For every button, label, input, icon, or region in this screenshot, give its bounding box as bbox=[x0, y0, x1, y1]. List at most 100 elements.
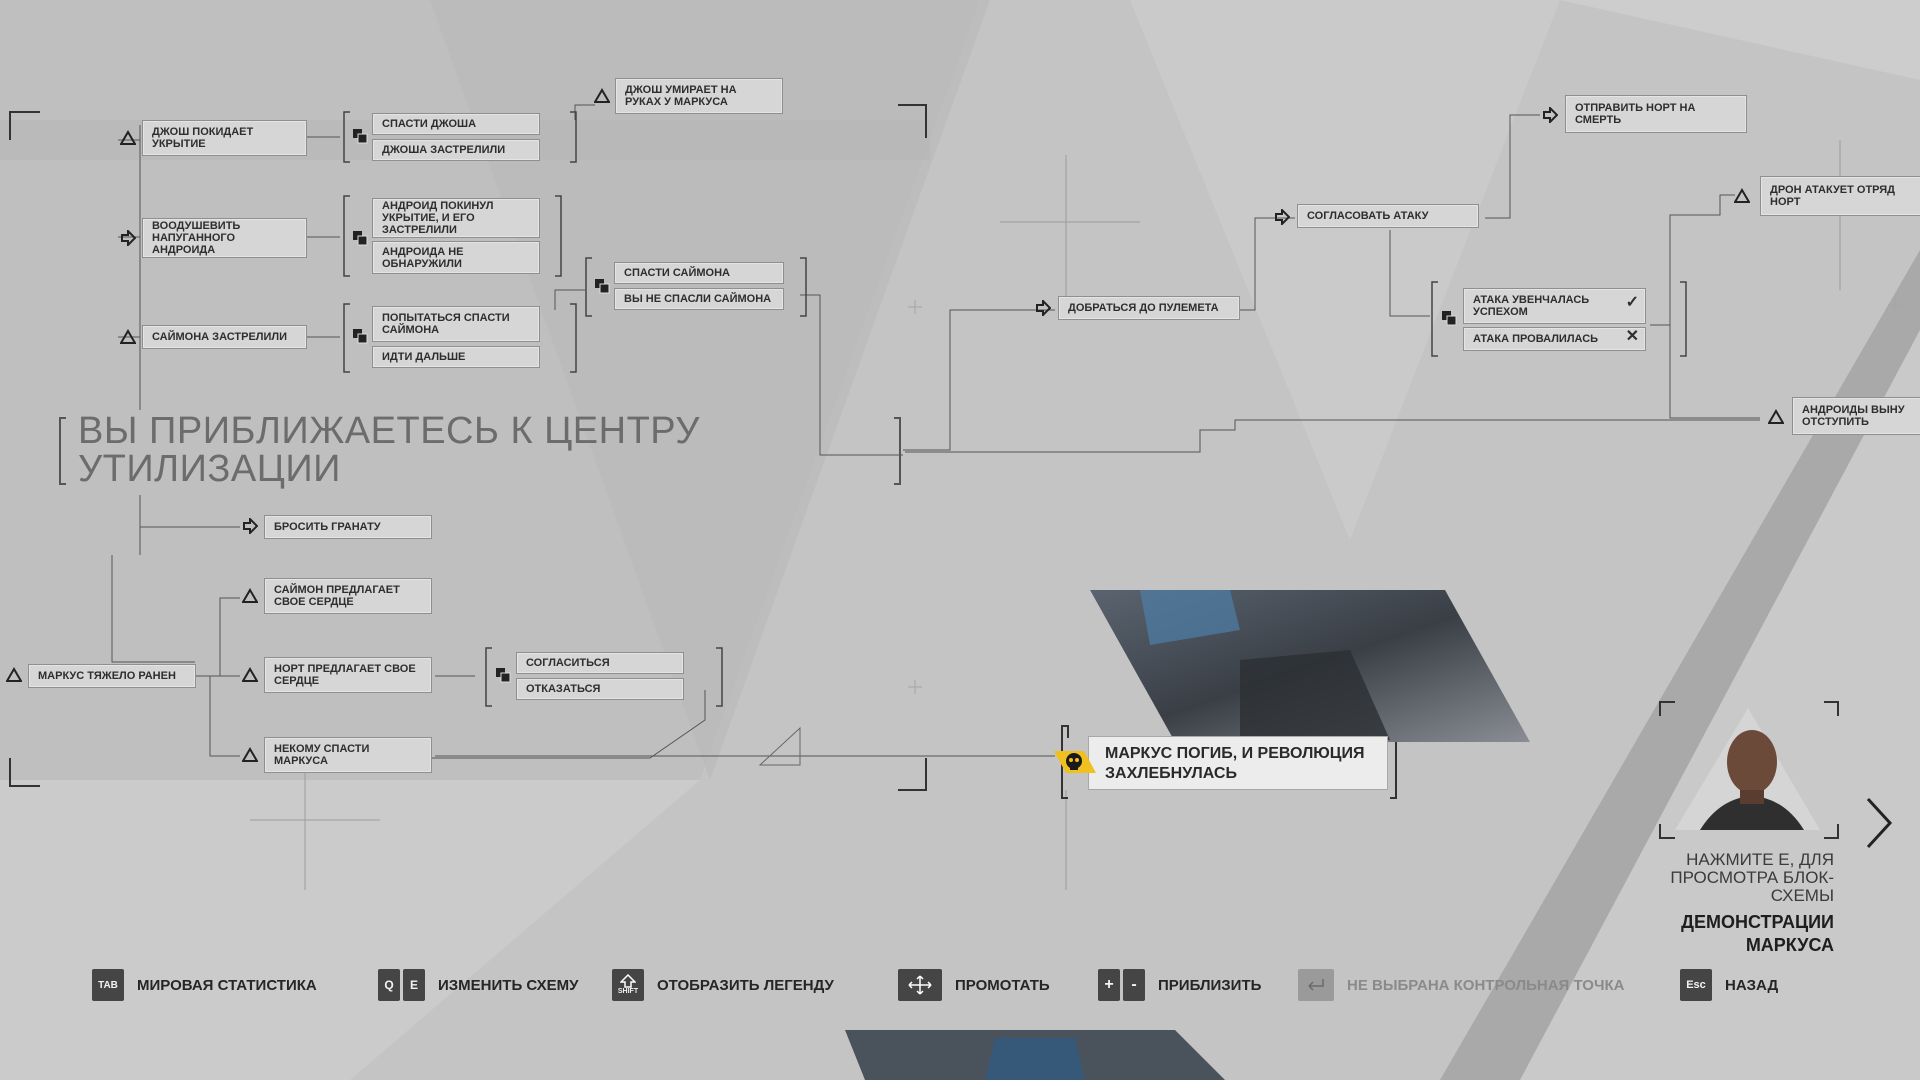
shift-key-icon: SHIFT bbox=[612, 969, 644, 1001]
key-q: Q bbox=[378, 969, 400, 1001]
node-attack-failed[interactable]: АТАКА ПРОВАЛИЛАСЬ ✕ bbox=[1463, 327, 1646, 351]
node-refuse[interactable]: ОТКАЗАТЬСЯ bbox=[516, 678, 684, 700]
check-icon: ✓ bbox=[1625, 294, 1639, 311]
node-label: АТАКА УВЕНЧАЛАСЬ УСПЕХОМ bbox=[1473, 294, 1590, 318]
node-label: ОТПРАВИТЬ НОРТ НА СМЕРТЬ bbox=[1575, 102, 1696, 126]
node-send-north[interactable]: ОТПРАВИТЬ НОРТ НА СМЕРТЬ bbox=[1565, 95, 1747, 133]
node-label: БРОСИТЬ ГРАНАТУ bbox=[274, 521, 381, 533]
node-androids-retreat[interactable]: АНДРОИДЫ ВЫНУ ОТСТУПИТЬ bbox=[1792, 397, 1920, 435]
arrow-right-icon bbox=[1035, 300, 1051, 316]
choice-group-icon bbox=[1441, 310, 1457, 326]
arrow-right-icon bbox=[1274, 209, 1290, 225]
node-reach-gun[interactable]: ДОБРАТЬСЯ ДО ПУЛЕМЕТА bbox=[1058, 296, 1240, 320]
choice-group-icon bbox=[352, 328, 368, 344]
node-label: ПОПЫТАТЬСЯ СПАСТИ САЙМОНА bbox=[382, 312, 510, 336]
flowchart-hint: НАЖМИТЕ E, ДЛЯ ПРОСМОТРА БЛОК-СХЕМЫ ДЕМО… bbox=[1614, 851, 1834, 957]
node-nobody-save[interactable]: НЕКОМУ СПАСТИ МАРКУСА bbox=[264, 737, 432, 773]
arrow-right-icon bbox=[242, 518, 258, 534]
scroll-label: ПРОМОТАТЬ bbox=[955, 976, 1050, 994]
node-drone-attacks[interactable]: ДРОН АТАКУЕТ ОТРЯД НОРТ bbox=[1760, 176, 1920, 216]
triangle-icon bbox=[594, 88, 610, 104]
zoom-label: ПРИБЛИЗИТЬ bbox=[1158, 976, 1262, 994]
node-label: НОРТ ПРЕДЛАГАЕТ СВОЕ СЕРДЦЕ bbox=[274, 663, 416, 687]
node-josh-dies[interactable]: ДЖОШ УМИРАЕТ НА РУКАХ У МАРКУСА bbox=[615, 78, 783, 114]
node-agree[interactable]: СОГЛАСИТЬСЯ bbox=[516, 652, 684, 674]
hint-text: НАЖМИТЕ E, ДЛЯ ПРОСМОТРА БЛОК-СХЕМЫ bbox=[1670, 850, 1834, 905]
node-josh-shot[interactable]: ДЖОША ЗАСТРЕЛИЛИ bbox=[372, 139, 540, 161]
node-saved-simon[interactable]: СПАСТИ САЙМОНА bbox=[614, 262, 784, 284]
node-not-saved-simon[interactable]: ВЫ НЕ СПАСЛИ САЙМОНА bbox=[614, 288, 784, 310]
choice-group-icon bbox=[594, 278, 610, 294]
world-stats-button[interactable]: TAB МИРОВАЯ СТАТИСТИКА bbox=[92, 965, 317, 1005]
world-stats-label: МИРОВАЯ СТАТИСТИКА bbox=[137, 976, 317, 994]
triangle-icon bbox=[242, 667, 258, 683]
node-label: НЕКОМУ СПАСТИ МАРКУСА bbox=[274, 743, 370, 767]
node-android-left[interactable]: АНДРОИД ПОКИНУЛ УКРЫТИЕ, И ЕГО ЗАСТРЕЛИЛ… bbox=[372, 198, 540, 238]
triangle-icon bbox=[6, 667, 22, 683]
checkpoint-button: НЕ ВЫБРАНА КОНТРОЛЬНАЯ ТОЧКА bbox=[1298, 965, 1624, 1005]
triangle-icon bbox=[120, 329, 136, 345]
checkpoint-label: НЕ ВЫБРАНА КОНТРОЛЬНАЯ ТОЧКА bbox=[1347, 976, 1625, 994]
ending-card[interactable]: МАРКУС ПОГИБ, И РЕВОЛЮЦИЯ ЗАХЛЕБНУЛАСЬ bbox=[1088, 736, 1388, 790]
node-label: ДОБРАТЬСЯ ДО ПУЛЕМЕТА bbox=[1068, 302, 1219, 314]
cross-icon: ✕ bbox=[1625, 328, 1639, 345]
triangle-icon bbox=[242, 588, 258, 604]
back-label: НАЗАД bbox=[1725, 976, 1779, 994]
arrow-right-icon bbox=[1542, 107, 1558, 123]
node-throw-grenade[interactable]: БРОСИТЬ ГРАНАТУ bbox=[264, 515, 432, 539]
node-coordinate-attack[interactable]: СОГЛАСОВАТЬ АТАКУ bbox=[1297, 204, 1479, 228]
node-save-josh[interactable]: СПАСТИ ДЖОША bbox=[372, 113, 540, 135]
key-tab: TAB bbox=[92, 969, 124, 1001]
node-label: АНДРОИДЫ ВЫНУ ОТСТУПИТЬ bbox=[1802, 404, 1905, 428]
legend-button[interactable]: SHIFT ОТОБРАЗИТЬ ЛЕГЕНДУ bbox=[612, 965, 834, 1005]
node-label: ДЖОШ ПОКИДАЕТ УКРЫТИЕ bbox=[152, 126, 254, 150]
key-minus: - bbox=[1123, 969, 1145, 1001]
node-label: АНДРОИДА НЕ ОБНАРУЖИЛИ bbox=[382, 245, 464, 270]
legend-label: ОТОБРАЗИТЬ ЛЕГЕНДУ bbox=[657, 976, 834, 994]
next-chevron-icon[interactable] bbox=[1862, 795, 1894, 851]
controls-bar: TAB МИРОВАЯ СТАТИСТИКА Q E ИЗМЕНИТЬ СХЕМ… bbox=[0, 965, 1920, 1011]
node-north-heart[interactable]: НОРТ ПРЕДЛАГАЕТ СВОЕ СЕРДЦЕ bbox=[264, 657, 432, 693]
node-label: СПАСТИ ДЖОША bbox=[382, 118, 477, 130]
node-label: СПАСТИ САЙМОНА bbox=[624, 267, 730, 279]
change-scheme-button[interactable]: Q E ИЗМЕНИТЬ СХЕМУ bbox=[378, 965, 579, 1005]
node-label: ДЖОШ УМИРАЕТ НА РУКАХ У МАРКУСА bbox=[625, 84, 737, 108]
key-plus: + bbox=[1098, 969, 1120, 1001]
triangle-icon bbox=[1734, 188, 1750, 204]
markus-portrait bbox=[1700, 730, 1804, 830]
arrow-right-icon bbox=[120, 230, 136, 246]
node-simon-heart[interactable]: САЙМОН ПРЕДЛАГАЕТ СВОЕ СЕРДЦЕ bbox=[264, 578, 432, 614]
node-encourage[interactable]: ВООДУШЕВИТЬ НАПУГАННОГО АНДРОИДА bbox=[142, 218, 307, 258]
chapter-title: ВЫ ПРИБЛИЖАЕТЕСЬ К ЦЕНТРУ УТИЛИЗАЦИИ bbox=[78, 410, 700, 490]
choice-group-icon bbox=[352, 230, 368, 246]
scene-thumbnail-bottom bbox=[845, 1030, 1225, 1080]
scroll-button[interactable]: ПРОМОТАТЬ bbox=[898, 965, 1050, 1005]
ending-text: МАРКУС ПОГИБ, И РЕВОЛЮЦИЯ ЗАХЛЕБНУЛАСЬ bbox=[1105, 745, 1365, 782]
node-label: СОГЛАСОВАТЬ АТАКУ bbox=[1307, 210, 1429, 222]
key-e: E bbox=[403, 969, 425, 1001]
zoom-button[interactable]: + - ПРИБЛИЗИТЬ bbox=[1098, 965, 1261, 1005]
triangle-icon bbox=[242, 747, 258, 763]
node-label: САЙМОН ПРЕДЛАГАЕТ СВОЕ СЕРДЦЕ bbox=[274, 584, 400, 608]
node-try-save-simon[interactable]: ПОПЫТАТЬСЯ СПАСТИ САЙМОНА bbox=[372, 306, 540, 342]
node-attack-success[interactable]: АТАКА УВЕНЧАЛАСЬ УСПЕХОМ ✓ bbox=[1463, 288, 1646, 324]
node-simon-shot[interactable]: САЙМОНА ЗАСТРЕЛИЛИ bbox=[142, 325, 307, 349]
hint-subject: ДЕМОНСТРАЦИИ МАРКУСА bbox=[1681, 912, 1834, 955]
node-label: СОГЛАСИТЬСЯ bbox=[526, 657, 610, 669]
node-move-on[interactable]: ИДТИ ДАЛЬШЕ bbox=[372, 346, 540, 368]
choice-group-icon bbox=[495, 667, 511, 683]
key-esc: Esc bbox=[1680, 969, 1712, 1001]
node-label: ДЖОША ЗАСТРЕЛИЛИ bbox=[382, 144, 506, 156]
node-markus-wounded[interactable]: МАРКУС ТЯЖЕЛО РАНЕН bbox=[28, 664, 196, 688]
enter-key-icon bbox=[1298, 969, 1334, 1001]
triangle-icon bbox=[1768, 409, 1784, 425]
back-button[interactable]: Esc НАЗАД bbox=[1680, 965, 1778, 1005]
node-android-undetected[interactable]: АНДРОИДА НЕ ОБНАРУЖИЛИ bbox=[372, 241, 540, 274]
node-label: ОТКАЗАТЬСЯ bbox=[526, 683, 601, 695]
node-josh-leaves[interactable]: ДЖОШ ПОКИДАЕТ УКРЫТИЕ bbox=[142, 120, 307, 156]
move-arrows-icon bbox=[898, 969, 942, 1001]
node-label: ДРОН АТАКУЕТ ОТРЯД НОРТ bbox=[1770, 184, 1895, 208]
triangle-icon bbox=[120, 130, 136, 146]
